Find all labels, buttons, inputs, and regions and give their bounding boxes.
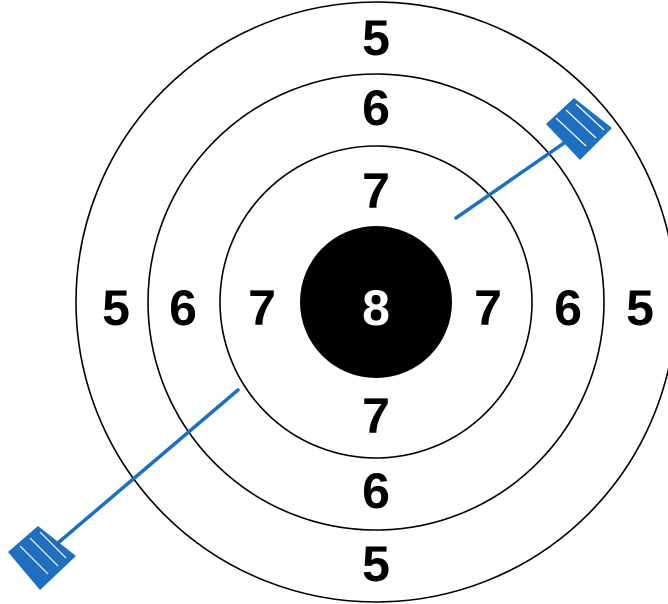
- ring-7-label-bottom: 7: [362, 388, 390, 444]
- bullseye-label: 8: [362, 280, 390, 336]
- ring-5-label-top: 5: [362, 10, 390, 66]
- ring-6-label-right: 6: [554, 280, 582, 336]
- ring-5-label-bottom: 5: [362, 536, 390, 592]
- ring-6-label-left: 6: [169, 280, 197, 336]
- ring-7-label-left: 7: [248, 280, 276, 336]
- arrow-shaft: [52, 390, 238, 548]
- arrow-upper-right: [456, 98, 612, 218]
- ring-6-label-bottom: 6: [362, 463, 390, 519]
- ring-5-label-right: 5: [626, 280, 654, 336]
- arrow-lower-left: [8, 390, 238, 590]
- ring-5-label-left: 5: [102, 280, 130, 336]
- ring-7-label-top: 7: [362, 163, 390, 219]
- arrow-icon: [8, 390, 238, 590]
- ring-7-label-right: 7: [474, 280, 502, 336]
- ring-6-label-top: 6: [362, 80, 390, 136]
- arrow-icon: [456, 98, 612, 218]
